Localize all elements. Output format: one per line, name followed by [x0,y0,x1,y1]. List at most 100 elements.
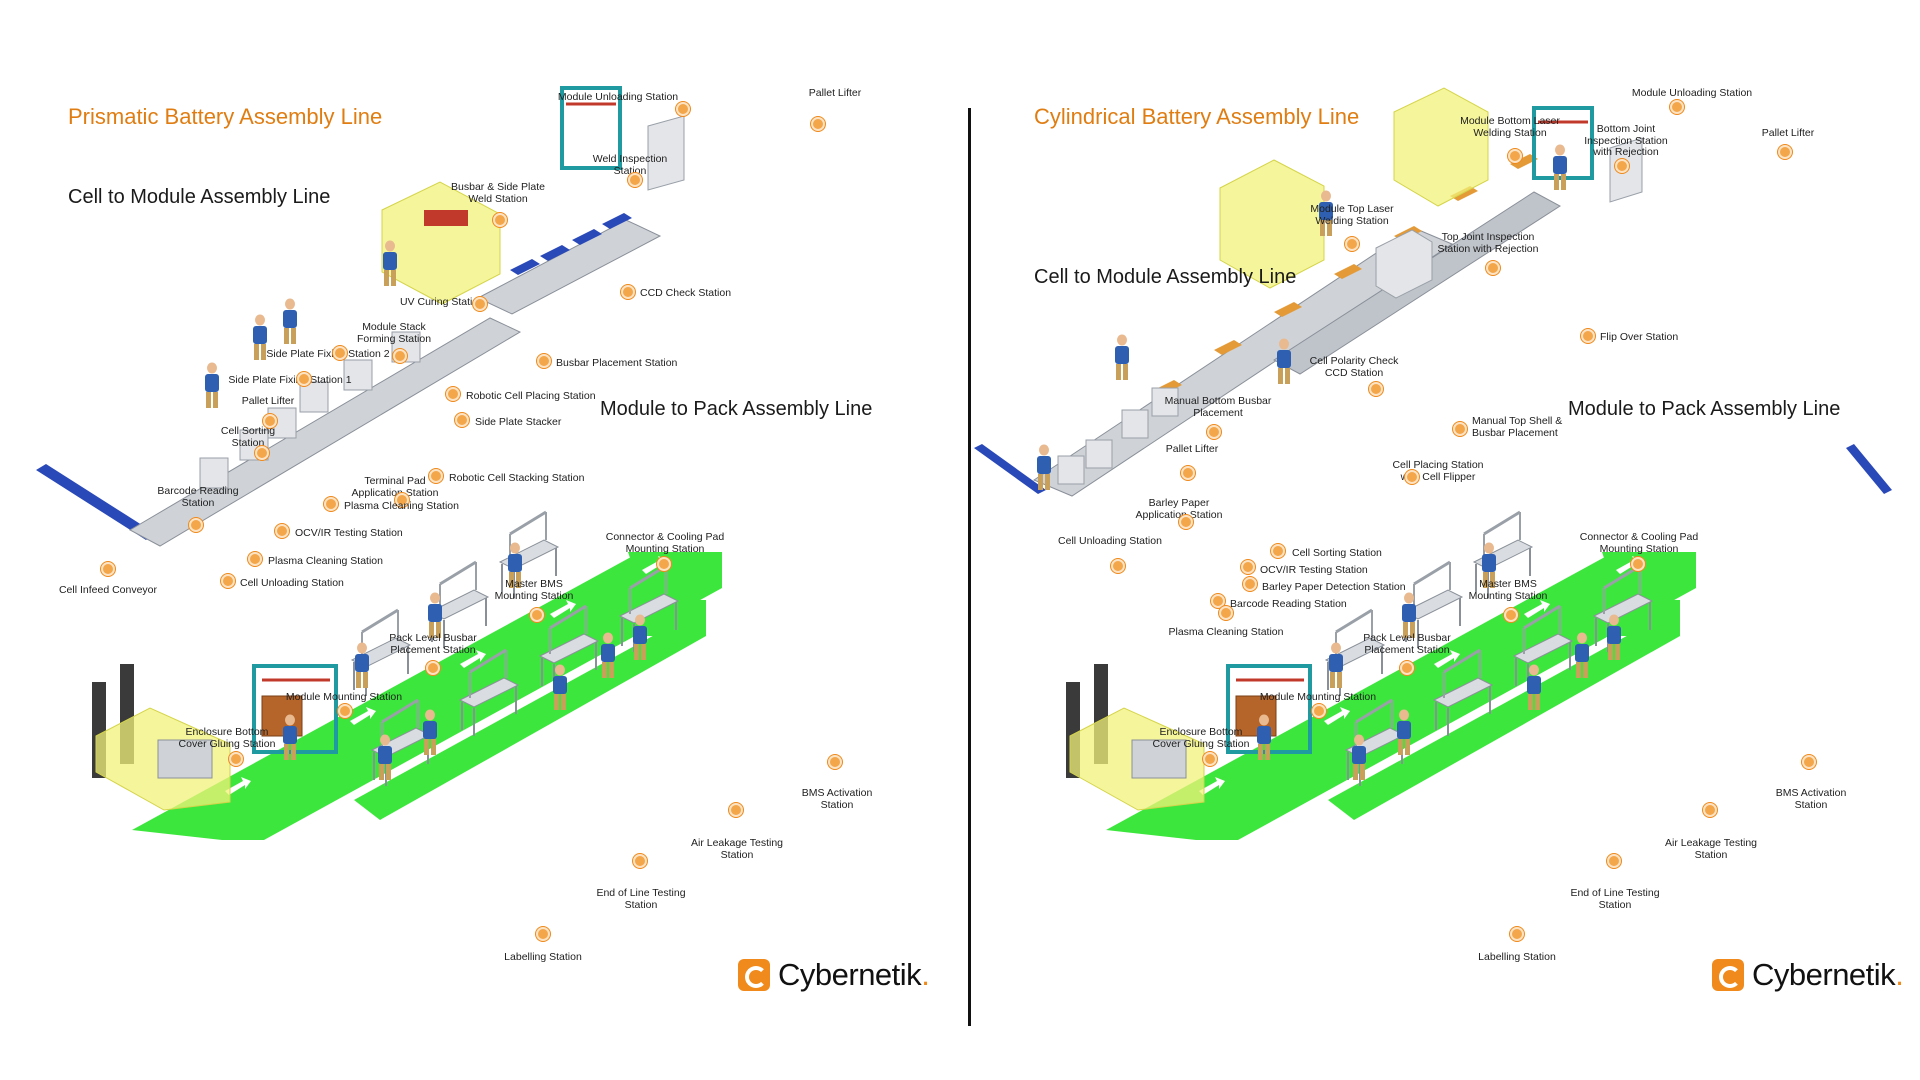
worker-head [255,314,265,326]
worker-leg [1615,644,1620,660]
worker-torso [1575,644,1589,662]
station-marker [1453,422,1467,436]
worker-leg [363,672,368,688]
worker-torso [423,721,437,739]
station-marker [1219,606,1233,620]
worker-torso [1319,202,1333,220]
station-label: Air Leakage Testing Station [690,837,784,861]
station-marker [1400,661,1414,675]
worker-leg [379,764,384,780]
station-label: Side Plate Stacker [475,416,562,428]
worker-torso [355,654,369,672]
logo-text: Cybernetik. [1752,957,1904,993]
station-marker [395,493,409,507]
station-marker [1241,560,1255,574]
station-label: End of Line Testing Station [1570,887,1660,911]
station-label: Busbar Placement Station [556,357,678,369]
worker-head [1555,144,1565,156]
station-machine [1151,387,1179,417]
floor-arrow [460,650,486,668]
station-label: BMS Activation Station [1775,787,1847,811]
weld-robot [424,210,468,226]
cybernetik-logo-icon [738,959,770,991]
station-marker [1631,557,1645,571]
panel-title: Prismatic Battery Assembly Line [68,104,383,129]
worker-torso [383,252,397,270]
divider-line [968,108,971,1026]
worker-leg [213,392,218,408]
station-machine [343,359,373,391]
station-marker [297,372,311,386]
cybernetik-logo: Cybernetik. [1712,956,1904,994]
worker-head [1259,714,1269,726]
pallet [602,213,632,229]
station-marker [1703,803,1717,817]
worker-leg [1337,672,1342,688]
station-marker [248,552,262,566]
station-marker [536,927,550,941]
worker-leg [634,644,639,660]
station-marker [221,574,235,588]
logo-dot: . [1895,957,1904,992]
worker-torso [428,604,442,622]
worker-leg [1608,644,1613,660]
bench-top [538,633,600,664]
worker-head [385,240,395,252]
worker-leg [1116,364,1121,380]
station-marker [324,497,338,511]
module-pallet [1334,264,1362,279]
worker-head [1609,614,1619,626]
station-marker [1271,544,1285,558]
line-illustration [36,86,722,840]
station-label: Master BMS Mounting Station [494,578,574,602]
station-label: Enclosure Bottom Cover Gluing Station [178,726,276,750]
station-marker [1203,752,1217,766]
worker-torso [1115,346,1129,364]
station-marker [189,518,203,532]
station-label: Cell Infeed Conveyor [58,584,158,596]
cell-line-group [974,87,1892,497]
bench-top [458,677,520,708]
station-label: Pallet Lifter [1165,443,1219,455]
frame-beam [381,698,419,724]
worker-leg [1583,662,1588,678]
worker-torso [283,310,297,328]
station-label: Labelling Station [504,951,582,963]
station-marker [333,346,347,360]
station-label: End of Line Testing Station [596,887,686,911]
worker-leg [1330,672,1335,688]
line-illustration [974,87,1892,840]
station-marker [1243,577,1257,591]
infeed-conveyor [974,444,1046,494]
worker-leg [1483,572,1488,588]
floor-path-turn [1602,552,1696,588]
station-label: Busbar & Side Plate Weld Station [451,181,545,205]
worker-torso [601,644,615,662]
station-label: Cell Sorting Station [220,425,276,449]
station-marker [1345,237,1359,251]
frame-beam [439,560,477,586]
worker-leg [431,739,436,755]
station-label: Robotic Cell Placing Station [466,390,596,402]
pack-line-group [1066,510,1696,840]
worker-leg [284,328,289,344]
station-label: Robotic Cell Stacking Station [449,472,585,484]
worker-leg [1285,368,1290,384]
worker-leg [384,270,389,286]
worker-torso [1607,626,1621,644]
worker-torso [1037,456,1051,474]
frame-beam [1335,608,1373,634]
station-marker [537,354,551,368]
station-label: Barcode Reading Station [1230,598,1347,610]
worker-head [603,632,613,644]
worker-leg [554,694,559,710]
worker-leg [1398,739,1403,755]
station-label: Barley Paper Detection Station [1262,581,1406,593]
worker-torso [508,554,522,572]
worker-torso [1397,721,1411,739]
station-marker [263,414,277,428]
station-marker [493,213,507,227]
worker-torso [1527,676,1541,694]
station-label: Module Stack Forming Station [356,321,432,345]
worker-leg [356,672,361,688]
